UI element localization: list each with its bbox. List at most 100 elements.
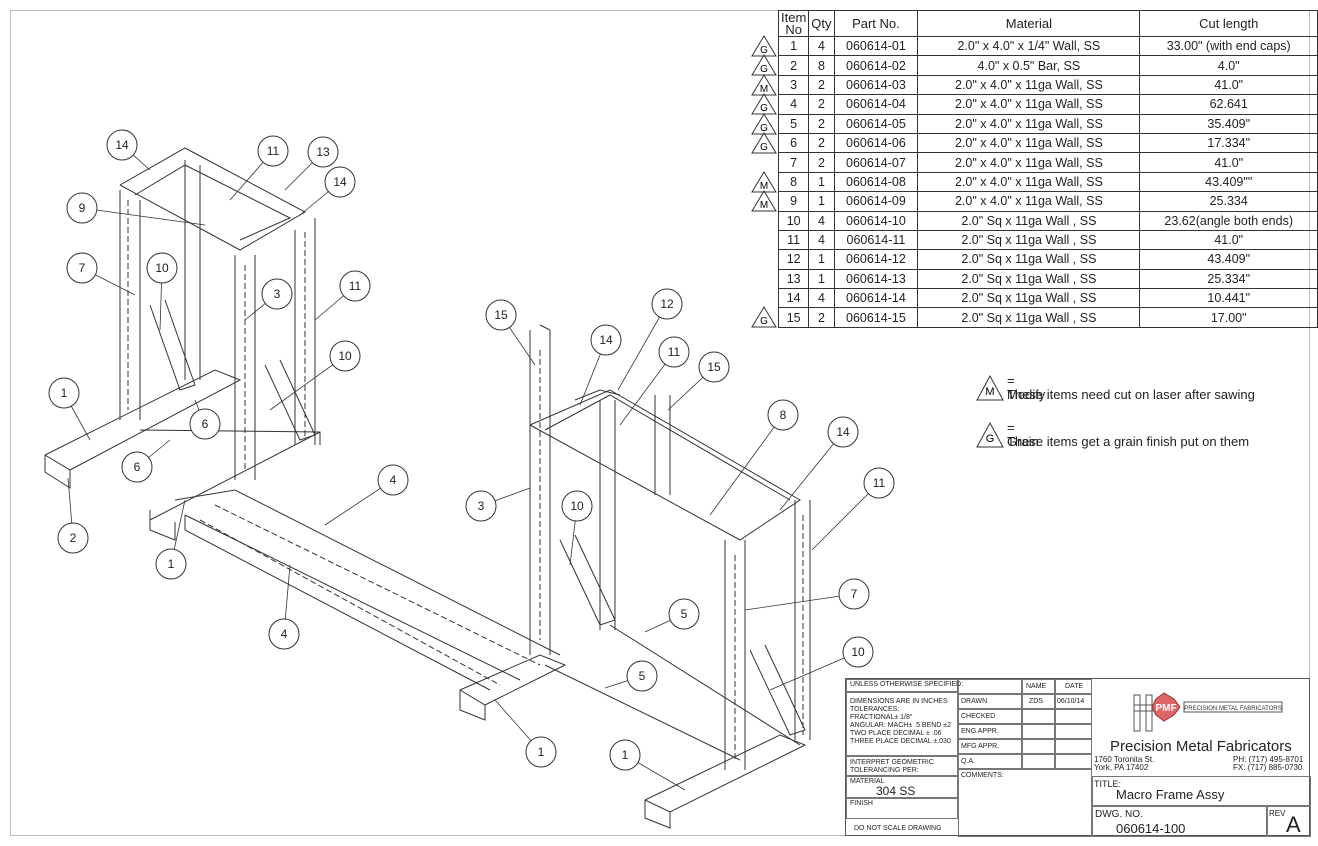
svg-text:6: 6	[134, 460, 141, 474]
tb-do-not-scale: DO NOT SCALE DRAWING	[854, 825, 942, 832]
svg-text:G: G	[986, 433, 995, 445]
item-balloon: 7	[66, 252, 98, 284]
svg-text:6: 6	[202, 417, 209, 431]
bom-qty: 1	[808, 191, 835, 212]
item-balloon: 14	[827, 416, 859, 448]
svg-text:12: 12	[660, 297, 674, 311]
item-balloon: 14	[324, 166, 356, 198]
tb-date-header: DATE	[1065, 683, 1084, 690]
hidden-line	[214, 504, 541, 666]
svg-text:10: 10	[338, 349, 352, 363]
bom-cut-length: 4.0"	[1139, 55, 1318, 76]
item-balloon: 9	[66, 192, 98, 224]
bom-material: 2.0" x 4.0" x 11ga Wall, SS	[917, 94, 1141, 115]
modify-triangle-icon: M	[976, 374, 1004, 401]
tb-eng-label: ENG APPR.	[961, 728, 999, 735]
svg-text:1: 1	[622, 748, 629, 762]
bom-qty: 4	[808, 288, 835, 309]
item-balloon: 6	[189, 408, 221, 440]
svg-text:G: G	[760, 45, 768, 56]
bom-material: 2.0" x 4.0" x 11ga Wall, SS	[917, 191, 1141, 212]
bom-cut-length: 41.0"	[1139, 152, 1318, 173]
bom-cut-length: 43.409""	[1139, 171, 1318, 193]
item-balloon: 8	[767, 399, 799, 431]
svg-text:1: 1	[61, 386, 68, 400]
bom-part-no: 060614-06	[833, 132, 919, 154]
bill-of-materials-table: Item No Qty Part No. Material Cut length…	[751, 10, 1318, 328]
item-balloon: 2	[57, 522, 89, 554]
frame-member	[134, 164, 292, 241]
svg-text:13: 13	[316, 145, 330, 159]
frame-member	[644, 734, 807, 813]
svg-text:M: M	[760, 200, 768, 211]
frame-member	[174, 489, 561, 656]
svg-text:14: 14	[115, 138, 129, 152]
tb-comments-label: COMMENTS:	[961, 772, 1004, 779]
bom-qty: 2	[808, 307, 835, 328]
legend-grain-note: These items get a grain finish put on th…	[1007, 434, 1250, 449]
svg-text:4: 4	[390, 473, 397, 487]
item-balloon: 1	[525, 736, 557, 768]
item-balloon: 6	[121, 451, 153, 483]
legend-modify-label: = Modify	[1007, 373, 1046, 402]
item-balloon: 7	[838, 578, 870, 610]
svg-text:G: G	[760, 64, 768, 75]
frame-member	[529, 389, 801, 541]
bom-part-no: 060614-04	[833, 94, 919, 115]
svg-text:14: 14	[836, 425, 850, 439]
bom-part-no: 060614-14	[833, 288, 919, 309]
item-balloon: 5	[668, 598, 700, 630]
tb-mfg-label: MFG APPR.	[961, 743, 1000, 750]
modify-flag-icon: M	[751, 190, 777, 212]
bom-material: 2.0" x 4.0" x 11ga Wall, SS	[917, 152, 1141, 173]
svg-text:PMF: PMF	[1155, 703, 1176, 714]
bom-material: 2.0" x 4.0" x 1/4" Wall, SS	[917, 35, 1141, 57]
svg-text:7: 7	[851, 587, 858, 601]
sheet-border	[10, 10, 1310, 836]
grain-flag-icon: G	[751, 131, 777, 154]
tb-finish-label: FINISH	[850, 800, 873, 807]
item-balloon: 14	[106, 129, 138, 161]
tb-phone: PH: (717) 495-8701	[1233, 755, 1304, 764]
frame-member	[184, 515, 491, 691]
item-balloon: 14	[590, 324, 622, 356]
item-balloon: 5	[626, 660, 658, 692]
bom-item-no: 13	[777, 268, 810, 290]
frame-member	[609, 624, 801, 746]
svg-text:M: M	[985, 386, 994, 398]
bom-cut-length: 62.641	[1139, 94, 1318, 115]
tb-title-label: TITLE:	[1094, 779, 1122, 789]
tb-material-value: 304 SS	[876, 784, 916, 798]
tb-checked-label: CHECKED	[961, 713, 996, 720]
bom-cut-length: 41.0"	[1139, 74, 1318, 96]
item-balloon: 3	[465, 490, 497, 522]
item-balloon: 11	[339, 270, 371, 302]
frame-member	[149, 299, 196, 391]
item-balloon: 1	[609, 739, 641, 771]
tb-name-header: NAME	[1026, 683, 1047, 690]
tb-qa-label: Q.A.	[961, 758, 976, 765]
tb-unless-label: UNLESS OTHERWISE SPECIFIED:	[850, 681, 964, 688]
svg-text:14: 14	[599, 333, 613, 347]
item-balloon: 12	[651, 288, 683, 320]
svg-text:G: G	[760, 142, 768, 153]
frame-member	[544, 394, 791, 501]
bom-cut-length: 41.0"	[1139, 229, 1318, 251]
svg-text:1: 1	[538, 745, 545, 759]
leader-line	[769, 651, 859, 691]
tb-company-name: Precision Metal Fabricators	[1110, 738, 1292, 755]
svg-text:8: 8	[780, 408, 787, 422]
svg-text:10: 10	[155, 261, 169, 275]
svg-text:10: 10	[570, 499, 584, 513]
tb-dwg-label: DWG. NO.	[1095, 809, 1143, 820]
item-balloon: 15	[698, 351, 730, 383]
bom-part-no: 060614-09	[833, 191, 919, 212]
item-balloon: 4	[268, 618, 300, 650]
